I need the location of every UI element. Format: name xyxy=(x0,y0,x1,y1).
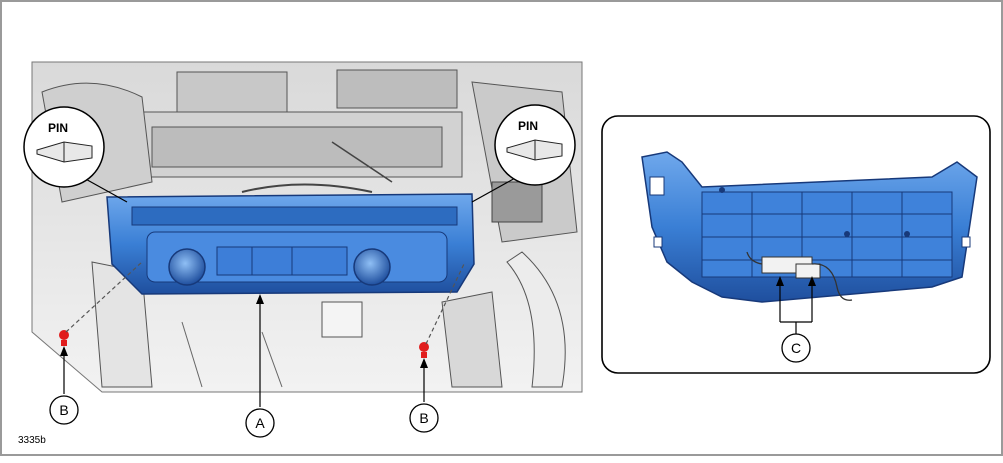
connectors-c xyxy=(746,251,853,301)
callout-b-left: B xyxy=(49,346,79,425)
figure-code: 3335b xyxy=(18,435,46,446)
left-knob xyxy=(168,248,206,286)
clip-b-right xyxy=(419,263,465,358)
pin-label-right: PIN xyxy=(518,119,538,133)
callout-c-label: C xyxy=(791,340,801,356)
pin-label-left: PIN xyxy=(48,121,68,135)
control-panel-a xyxy=(106,193,475,295)
callout-a-label: A xyxy=(255,415,265,431)
right-knob xyxy=(353,248,391,286)
callout-b-right-label: B xyxy=(419,410,428,426)
panel-rear-view xyxy=(641,151,978,303)
callout-b-left-label: B xyxy=(59,402,68,418)
callout-b-right: B xyxy=(409,358,439,433)
connector-inset: C xyxy=(601,115,991,374)
pin-callout-right: PIN xyxy=(471,104,576,203)
callout-a: A xyxy=(245,294,275,438)
pin-callout-left: PIN xyxy=(23,106,128,203)
clip-b-left xyxy=(59,261,143,346)
callout-c: C xyxy=(776,276,816,363)
